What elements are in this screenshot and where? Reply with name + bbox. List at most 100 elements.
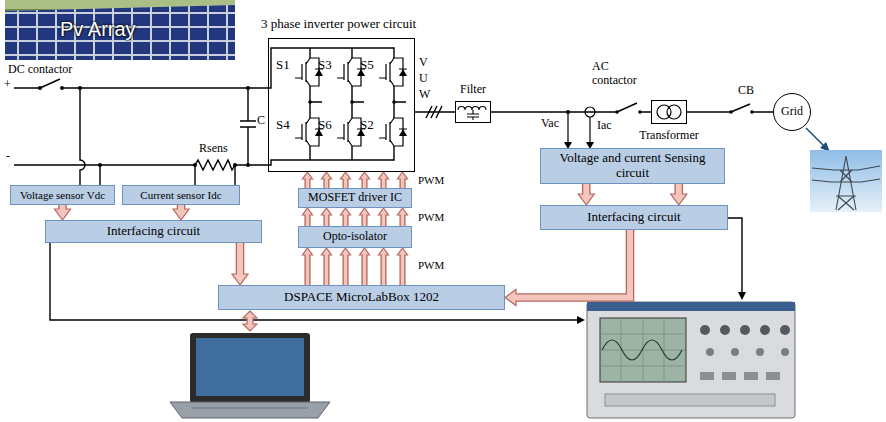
arrow-body — [583, 184, 589, 196]
arrow-body — [344, 178, 348, 189]
grid-arrow — [806, 128, 825, 147]
panel-frame — [5, 5, 235, 60]
junction-dot — [193, 163, 197, 167]
node-label: Grid — [781, 105, 803, 119]
node-label: Filter — [460, 82, 486, 97]
node-label: Transformer — [639, 128, 699, 143]
symbol-frame — [455, 101, 491, 123]
signal-arrow — [173, 205, 189, 220]
transformer-coil — [667, 105, 681, 119]
panel-cells — [5, 5, 235, 60]
arrow-body — [178, 205, 184, 211]
junction-dot — [98, 163, 102, 167]
node-label: Interfacing circuit — [587, 210, 680, 225]
oscilloscope-picture — [587, 302, 795, 418]
part-name: DC contactor — [8, 63, 72, 77]
photo-ground — [5, 0, 235, 60]
sensor-box: Current sensor Idc — [122, 185, 240, 205]
double-arrow — [243, 311, 257, 331]
pv-array-photo: Pv Array — [5, 0, 235, 60]
arrow-head — [577, 316, 585, 324]
sensor-box: Voltage sensor Vdc — [10, 185, 115, 205]
arrow-body — [382, 214, 386, 227]
arrow-body — [363, 214, 367, 227]
arrow-head — [232, 274, 248, 285]
junction-dot — [246, 163, 250, 167]
contact-dot — [729, 110, 733, 114]
pwm-arrows — [303, 248, 408, 285]
laptop-base — [170, 402, 330, 418]
component-label: Rsens — [199, 142, 228, 156]
switch-label: S4 — [276, 118, 290, 133]
contact-dot — [750, 110, 754, 114]
ac-wire — [415, 112, 455, 113]
junction-dot — [392, 100, 396, 104]
transformer-block: Transformer — [639, 100, 699, 143]
signal-label: PWM — [418, 174, 444, 187]
scope-screen — [600, 318, 686, 382]
signal-arrow — [232, 243, 248, 285]
junction-dot — [246, 86, 250, 90]
arrow-body — [676, 184, 682, 196]
pylon-photo — [810, 150, 882, 212]
arrow-body — [401, 214, 405, 227]
controller-box: DSPACE MicroLabBox 1202 — [218, 285, 505, 310]
node-label: MOSFET driver IC — [308, 191, 402, 205]
arrow-body — [382, 178, 386, 189]
igbt-symbol — [379, 58, 407, 86]
igbt-symbol — [379, 118, 407, 146]
scope-body — [587, 302, 795, 418]
arrow-body — [306, 178, 310, 189]
isolator-box: Opto-isolator — [298, 226, 412, 248]
contact-dot — [615, 110, 619, 114]
junction-dots — [38, 86, 396, 167]
wire-line — [415, 111, 455, 112]
scope-knob — [740, 325, 750, 335]
node-label: Voltage and current Sensing circuit — [545, 151, 720, 181]
arrow-body — [237, 243, 243, 276]
arrow-head — [505, 290, 516, 306]
phase-label: V — [419, 56, 428, 70]
arrow-body — [325, 178, 329, 189]
arrow-head — [173, 209, 189, 220]
signal-name: Vac — [541, 117, 559, 131]
switch-label: S6 — [318, 118, 332, 133]
dc-wiring — [14, 48, 442, 185]
scope-knob — [720, 325, 730, 335]
filter-block: Filter — [455, 82, 491, 123]
arrow-body — [363, 178, 367, 189]
scope-knob — [781, 348, 789, 356]
arrow-body — [344, 254, 348, 286]
arrow-outline — [516, 230, 630, 298]
dc-positive-bus — [14, 79, 268, 88]
arrow-head — [578, 194, 594, 205]
phase-label: W — [419, 88, 430, 102]
current-sense-wire — [195, 165, 235, 185]
interface-box: Interfacing circuit — [45, 220, 262, 243]
arrow-body — [325, 214, 329, 227]
arrow-body — [306, 214, 310, 227]
signal-arrow — [578, 184, 687, 205]
pylon-lattice — [812, 156, 880, 210]
node-label: Current sensor Idc — [140, 189, 221, 202]
component-label: C — [257, 114, 265, 128]
junction-dot — [308, 100, 312, 104]
polarity-sign: - — [6, 150, 10, 164]
node-label: Interfacing circuit — [107, 224, 200, 239]
signal-name: Iac — [597, 119, 612, 133]
scope-strip — [587, 302, 795, 311]
switch-gap — [731, 109, 751, 115]
node-label: Pv Array — [60, 18, 136, 41]
node-label: Voltage sensor Vdc — [20, 189, 105, 202]
switch-label: S1 — [276, 58, 290, 73]
scope-knob — [780, 325, 790, 335]
arrow-body — [401, 178, 405, 189]
arrow-head — [55, 209, 71, 220]
driver-box: MOSFET driver IC — [298, 188, 412, 208]
contactor-switch — [617, 103, 637, 112]
scope-button — [744, 372, 758, 380]
breaker-switch — [731, 104, 750, 112]
grid-circle: Grid — [773, 93, 811, 131]
arrow-body — [344, 214, 348, 227]
